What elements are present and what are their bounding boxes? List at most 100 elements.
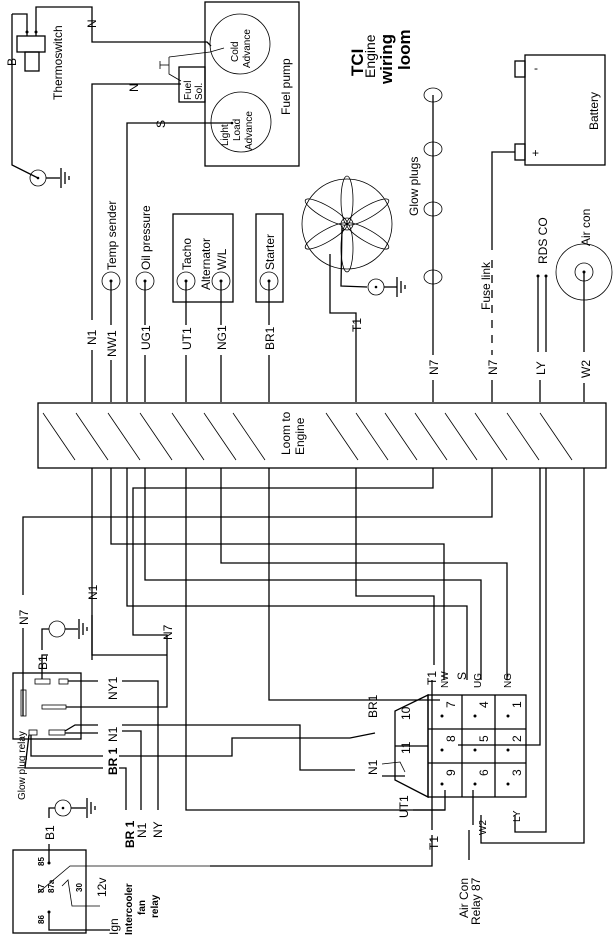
thermoswitch: Thermoswitch [12, 6, 93, 100]
connector-pin-dot [506, 782, 510, 786]
connector-pin-label: 9 [444, 769, 458, 776]
svg-text:Fuel: Fuel [183, 81, 194, 100]
glow-plug-relay: Glow plug relay [12, 672, 82, 800]
svg-text:Engine: Engine [362, 34, 378, 78]
loom-hatch [203, 412, 237, 461]
svg-text:Tacho: Tacho [180, 238, 194, 270]
loom-hatch [325, 412, 359, 461]
svg-text:NY: NY [151, 821, 165, 838]
svg-text:Cold: Cold [230, 41, 241, 62]
ground-icon [78, 619, 88, 639]
svg-text:Relay 87: Relay 87 [469, 877, 483, 925]
fuel-pump: Cold Advance Light Load Advance Fuel pum… [204, 1, 300, 167]
svg-text:BR1: BR1 [263, 326, 277, 350]
svg-text:TCI: TCI [348, 49, 367, 76]
connector-pin-label: 5 [477, 735, 491, 742]
connector-pin-dot [440, 782, 444, 786]
svg-text:NW: NW [440, 671, 451, 688]
loom-hatch [474, 412, 508, 461]
svg-text:BR1: BR1 [366, 694, 380, 718]
wire-label-b: B [5, 58, 19, 66]
svg-text:Load: Load [232, 119, 243, 141]
loom-hatch [171, 412, 205, 461]
thermoswitch-label: Thermoswitch [51, 25, 65, 100]
glow-plugs: Glow plugs [407, 87, 443, 355]
svg-text:W/L: W/L [215, 248, 229, 270]
connector-pin-label: 3 [510, 769, 524, 776]
svg-text:relay: relay [150, 894, 161, 918]
air-con-relay-label: Air Con [457, 878, 471, 918]
svg-text:Ign: Ign [107, 918, 121, 935]
svg-text:UT1: UT1 [180, 327, 194, 350]
svg-text:S: S [455, 672, 469, 680]
alternator: Tacho Alternator W/L [172, 213, 234, 303]
fuse-link-label: Fuse link [479, 261, 493, 310]
ground-icon [86, 798, 96, 818]
svg-text:87a: 87a [47, 879, 56, 893]
loom-hatch [139, 412, 173, 461]
svg-text:BR 1: BR 1 [123, 820, 137, 848]
svg-text:S: S [154, 120, 168, 128]
connector-pin-label: 11 [399, 741, 413, 754]
svg-text:N: N [127, 83, 141, 92]
connector-pin-dot [473, 748, 477, 752]
battery: - + Battery [514, 54, 606, 166]
loom-hatch [539, 412, 573, 461]
svg-text:85: 85 [37, 857, 46, 866]
connector-pin-label: 7 [444, 701, 458, 708]
svg-text:12v: 12v [95, 878, 109, 897]
svg-text:N1: N1 [366, 759, 380, 775]
svg-text:Starter: Starter [263, 234, 277, 270]
svg-text:T1: T1 [427, 836, 441, 850]
svg-text:N1: N1 [135, 822, 149, 838]
svg-text:W2: W2 [579, 360, 593, 378]
svg-text:Advance: Advance [242, 29, 253, 68]
loom-hatch [506, 412, 540, 461]
svg-text:Engine: Engine [293, 417, 307, 455]
loom-to-engine: Loom to Engine [37, 402, 607, 469]
svg-text:87: 87 [37, 884, 46, 893]
loom-hatch [107, 412, 141, 461]
svg-text:Advance: Advance [244, 111, 255, 150]
svg-text:N7: N7 [161, 624, 175, 640]
temp-sender-label: Temp sender [105, 201, 119, 270]
diagram-title: TCI Engine wiring loom [348, 29, 414, 85]
battery-label: Battery [587, 92, 601, 130]
svg-text:Loom to: Loom to [279, 411, 293, 455]
svg-text:Alternator: Alternator [199, 238, 213, 290]
svg-text:loom: loom [395, 29, 414, 70]
ground-icon [396, 277, 406, 297]
svg-text:B1: B1 [43, 825, 57, 840]
loom-hatch [444, 412, 478, 461]
loom-hatch [232, 412, 266, 461]
svg-text:N7: N7 [427, 359, 441, 375]
wire-harness [22, 468, 585, 844]
svg-text:Light: Light [220, 124, 231, 146]
svg-text:BR 1: BR 1 [106, 747, 120, 775]
wire-label-n: N [85, 19, 99, 28]
svg-text:+: + [532, 146, 539, 160]
connector-pin-dot [506, 714, 510, 718]
loom-hatch [384, 412, 418, 461]
loom-hatch [355, 412, 389, 461]
svg-text:N1: N1 [86, 584, 100, 600]
svg-text:-: - [534, 61, 538, 75]
connector-pin-label: 2 [510, 735, 524, 742]
svg-text:fan: fan [137, 900, 148, 915]
oil-pressure-label: Oil pressure [139, 205, 153, 270]
cooling-fan-icon [301, 175, 393, 273]
svg-text:NY1: NY1 [106, 676, 120, 700]
svg-text:Sol.: Sol. [194, 83, 205, 100]
svg-text:wiring: wiring [377, 34, 396, 85]
svg-text:N1: N1 [106, 726, 120, 742]
connector-pin-dot [473, 714, 477, 718]
glow-plugs-label: Glow plugs [407, 157, 421, 216]
svg-text:UG: UG [473, 673, 484, 688]
loom-hatch [42, 412, 76, 461]
connector-pin-dot [473, 782, 477, 786]
loom-hatch [75, 412, 109, 461]
glow-plug-relay-label: Glow plug relay [17, 731, 28, 800]
svg-text:30: 30 [75, 883, 84, 892]
